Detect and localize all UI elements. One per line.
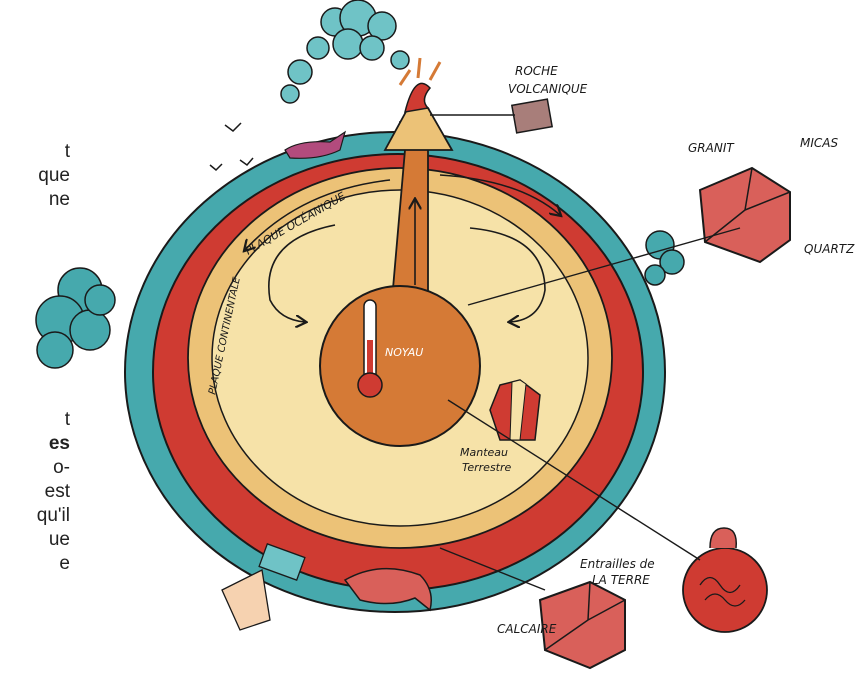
label-noyau: NOYAU	[385, 346, 423, 359]
label-volcanique: VOLCANIQUE	[508, 82, 588, 96]
label-micas: MICAS	[800, 136, 838, 150]
roche-volcanique-rock	[512, 99, 552, 133]
label-granit: GRANIT	[688, 141, 735, 155]
label-entrailles: Entrailles de	[580, 557, 655, 571]
birds-icon	[210, 123, 253, 170]
lava-eruption	[405, 83, 430, 112]
entrails-icon	[683, 528, 767, 632]
label-quartz: QUARTZ	[804, 242, 855, 256]
label-calcaire: CALCAIRE	[497, 622, 557, 636]
volcano-smoke-cloud	[281, 0, 409, 103]
label-la-terre: LA TERRE	[592, 573, 650, 587]
granit-rock	[700, 168, 790, 262]
core	[320, 286, 480, 446]
cloud-right	[645, 231, 684, 285]
cloud-left	[36, 268, 115, 368]
label-roche: ROCHE	[515, 64, 558, 78]
label-manteau: Manteau	[460, 446, 508, 459]
label-terrestre: Terrestre	[462, 461, 512, 474]
